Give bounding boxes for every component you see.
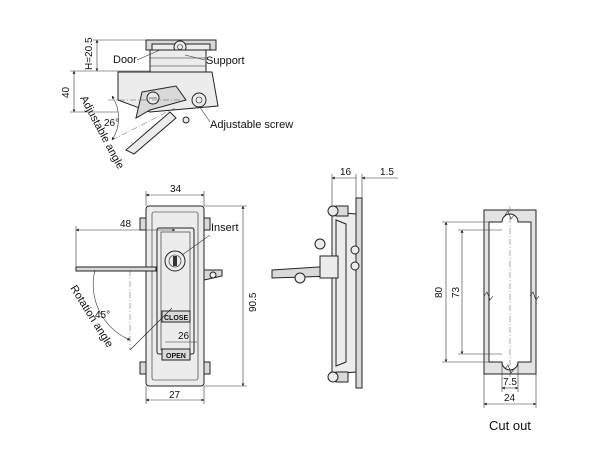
screw-left bbox=[146, 91, 160, 105]
dim-1-5: 1.5 bbox=[380, 167, 394, 178]
support-plate bbox=[149, 49, 207, 73]
cutout-caption: Cut out bbox=[489, 418, 531, 433]
plate-open: OPEN bbox=[166, 353, 186, 360]
dim-48: 48 bbox=[120, 219, 132, 230]
dim-34: 34 bbox=[170, 184, 182, 195]
insert-lock bbox=[164, 250, 186, 272]
angle-45: 45° bbox=[95, 310, 110, 321]
cutout-view: 80 73 7.5 24 Cut out bbox=[434, 206, 540, 433]
dim-26: 26 bbox=[178, 331, 190, 342]
dim-27: 27 bbox=[169, 390, 181, 401]
dim-7-5: 7.5 bbox=[503, 377, 517, 388]
label-insert: Insert bbox=[211, 222, 239, 234]
adjustable-pawl bbox=[125, 111, 177, 155]
angle-26: 26° bbox=[104, 118, 119, 129]
side-flange bbox=[355, 197, 363, 389]
side-screw-bottom bbox=[327, 371, 349, 383]
rotating-bar bbox=[75, 266, 157, 272]
label-adjustable-screw: Adjustable screw bbox=[210, 119, 293, 131]
dim-80: 80 bbox=[434, 286, 445, 298]
top-assembly-view: Door Support H=20.5 40 26° Adjustable an… bbox=[61, 37, 293, 171]
dim-40: 40 bbox=[61, 86, 72, 98]
dim-73: 73 bbox=[451, 286, 462, 298]
plate-close: CLOSE bbox=[164, 315, 188, 322]
label-support: Support bbox=[206, 55, 245, 67]
side-screw-top bbox=[327, 205, 349, 217]
dim-16: 16 bbox=[340, 167, 352, 178]
dim-h-20-5: H=20.5 bbox=[84, 37, 95, 70]
side-view: 16 1.5 bbox=[271, 167, 398, 389]
adjustable-screw bbox=[191, 92, 207, 108]
front-view: CLOSE OPEN 34 48 Insert 90.5 45° Rotatio… bbox=[67, 184, 259, 404]
dim-24: 24 bbox=[504, 393, 516, 404]
label-door: Door bbox=[113, 54, 137, 66]
label-adjustable-angle: Adjustable angle bbox=[77, 94, 126, 171]
dim-90-5: 90.5 bbox=[248, 292, 259, 312]
